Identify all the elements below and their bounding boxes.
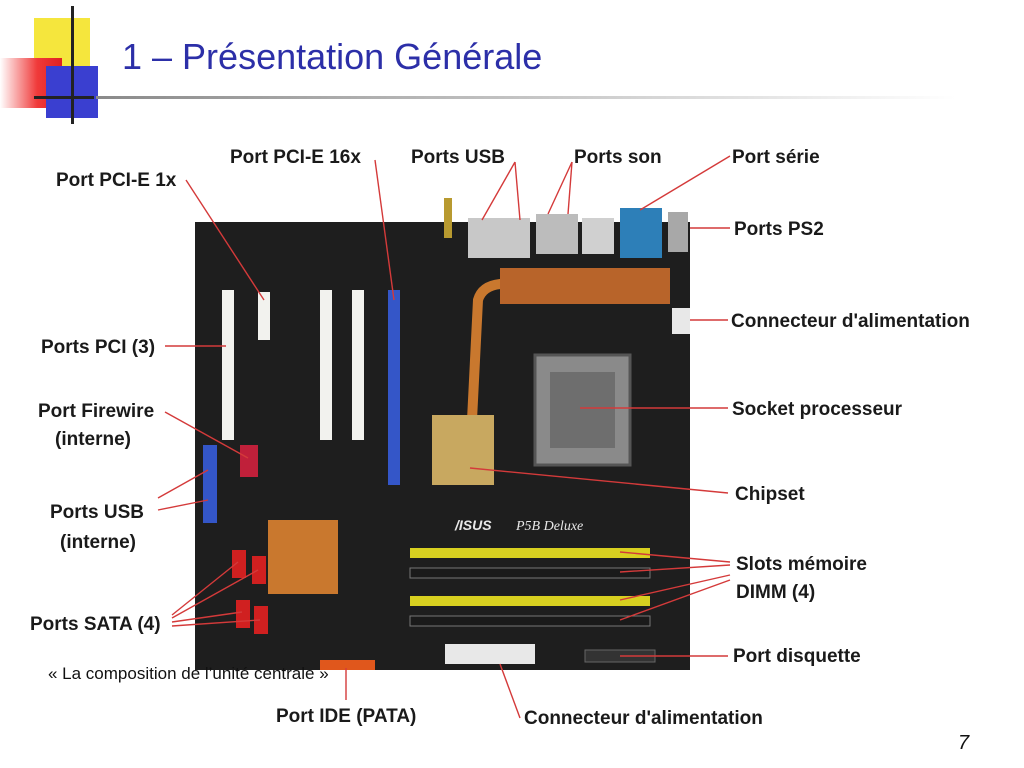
rear-io-extra-block <box>582 218 614 254</box>
decor-vertical-line <box>71 6 74 124</box>
board-logo: /ISUS <box>454 517 492 533</box>
pci-e-1x-slot <box>258 292 270 340</box>
label-memory-line1: Slots mémoire <box>736 554 867 575</box>
motherboard-diagram: /ISUS P5B Deluxe Port PCI-E 1x Port PC <box>30 147 970 729</box>
label-firewire-line1: Port Firewire <box>38 401 154 422</box>
leader-memory-3 <box>619 574 731 601</box>
label-serial-port: Port série <box>732 147 820 168</box>
leader-usb-int-2 <box>157 499 209 511</box>
pci-slot-3 <box>352 290 364 440</box>
label-usb-internal-line2: (interne) <box>60 532 136 553</box>
leader-sound-1 <box>547 161 573 215</box>
cpu-socket-inner <box>550 372 615 448</box>
page-number: 7 <box>958 732 970 754</box>
slide-title: 1 – Présentation Générale <box>122 36 543 77</box>
label-usb-ports: Ports USB <box>411 147 505 168</box>
internal-usb-header <box>203 445 217 523</box>
ps2-connector <box>668 212 688 252</box>
dimm-slot-3 <box>410 596 650 606</box>
ide-connector <box>320 660 375 670</box>
label-ide-port: Port IDE (PATA) <box>276 706 416 727</box>
leader-sata-2 <box>171 569 259 619</box>
pci-e-16x-slot <box>388 290 400 485</box>
label-power-connector-top: Connecteur d'alimentation <box>731 311 970 332</box>
leader-sata-3 <box>171 611 243 623</box>
label-floppy-port: Port disquette <box>733 646 861 667</box>
leader-memory-2 <box>619 564 731 573</box>
leader-usb-int-1 <box>157 469 209 499</box>
chipset-heatsink <box>432 415 494 485</box>
label-sata-ports: Ports SATA (4) <box>30 614 161 635</box>
leader-lines <box>157 155 731 719</box>
label-pci-e-1x: Port PCI-E 1x <box>56 170 177 191</box>
label-pci-ports: Ports PCI (3) <box>41 337 155 358</box>
board-model: P5B Deluxe <box>515 519 583 534</box>
label-chipset: Chipset <box>735 484 805 505</box>
sata-port-2 <box>252 556 266 584</box>
leader-chipset <box>469 467 729 494</box>
label-socket: Socket processeur <box>732 399 903 420</box>
title-underline <box>96 96 956 99</box>
vrm-heatsink <box>500 268 670 304</box>
slide-caption: « La composition de l’unité centrale » <box>48 664 329 683</box>
dimm-slot-2 <box>409 567 651 579</box>
label-sound-ports: Ports son <box>574 147 662 168</box>
leader-usb-2 <box>514 161 521 221</box>
label-power-connector-bottom: Connecteur d'alimentation <box>524 708 763 729</box>
sata-port-4 <box>254 606 268 634</box>
leader-sata-4 <box>171 619 261 627</box>
label-memory-line2: DIMM (4) <box>736 582 815 603</box>
sata-port-1 <box>232 550 246 578</box>
label-usb-internal-line1: Ports USB <box>50 502 144 523</box>
diagram-labels: Port PCI-E 1x Port PCI-E 16x Ports USB P… <box>30 147 970 729</box>
atx-power-connector <box>445 644 535 664</box>
decor-horizontal-line <box>34 96 94 99</box>
leader-sata-1 <box>171 561 239 616</box>
heatpipe <box>467 275 661 421</box>
southbridge-heatsink <box>268 520 338 594</box>
leader-pci-e-16x <box>374 159 395 301</box>
label-pci-e-16x: Port PCI-E 16x <box>230 147 361 168</box>
leader-serial <box>639 155 731 211</box>
firewire-header <box>240 445 258 477</box>
pci-slot-1 <box>222 290 234 440</box>
leader-power-bottom <box>499 663 521 719</box>
antenna <box>444 198 452 238</box>
leader-usb-1 <box>481 161 516 221</box>
dimm-slot-1 <box>410 548 650 558</box>
serial-connector <box>620 208 662 258</box>
pci-slot-2 <box>320 290 332 440</box>
rear-io-usb-block <box>468 218 530 258</box>
aux-power-connector <box>672 308 690 334</box>
leader-firewire <box>164 411 249 459</box>
leader-memory-4 <box>619 579 731 621</box>
sata-port-3 <box>236 600 250 628</box>
dimm-slot-4 <box>409 615 651 627</box>
label-firewire-line2: (interne) <box>55 429 131 450</box>
rear-io-sound-block <box>536 214 578 254</box>
label-ps2-ports: Ports PS2 <box>734 219 824 240</box>
leader-memory-1 <box>619 551 731 563</box>
motherboard-image: /ISUS P5B Deluxe <box>195 198 690 670</box>
leader-pci-e-1x <box>185 179 265 301</box>
leader-sound-2 <box>567 161 573 215</box>
